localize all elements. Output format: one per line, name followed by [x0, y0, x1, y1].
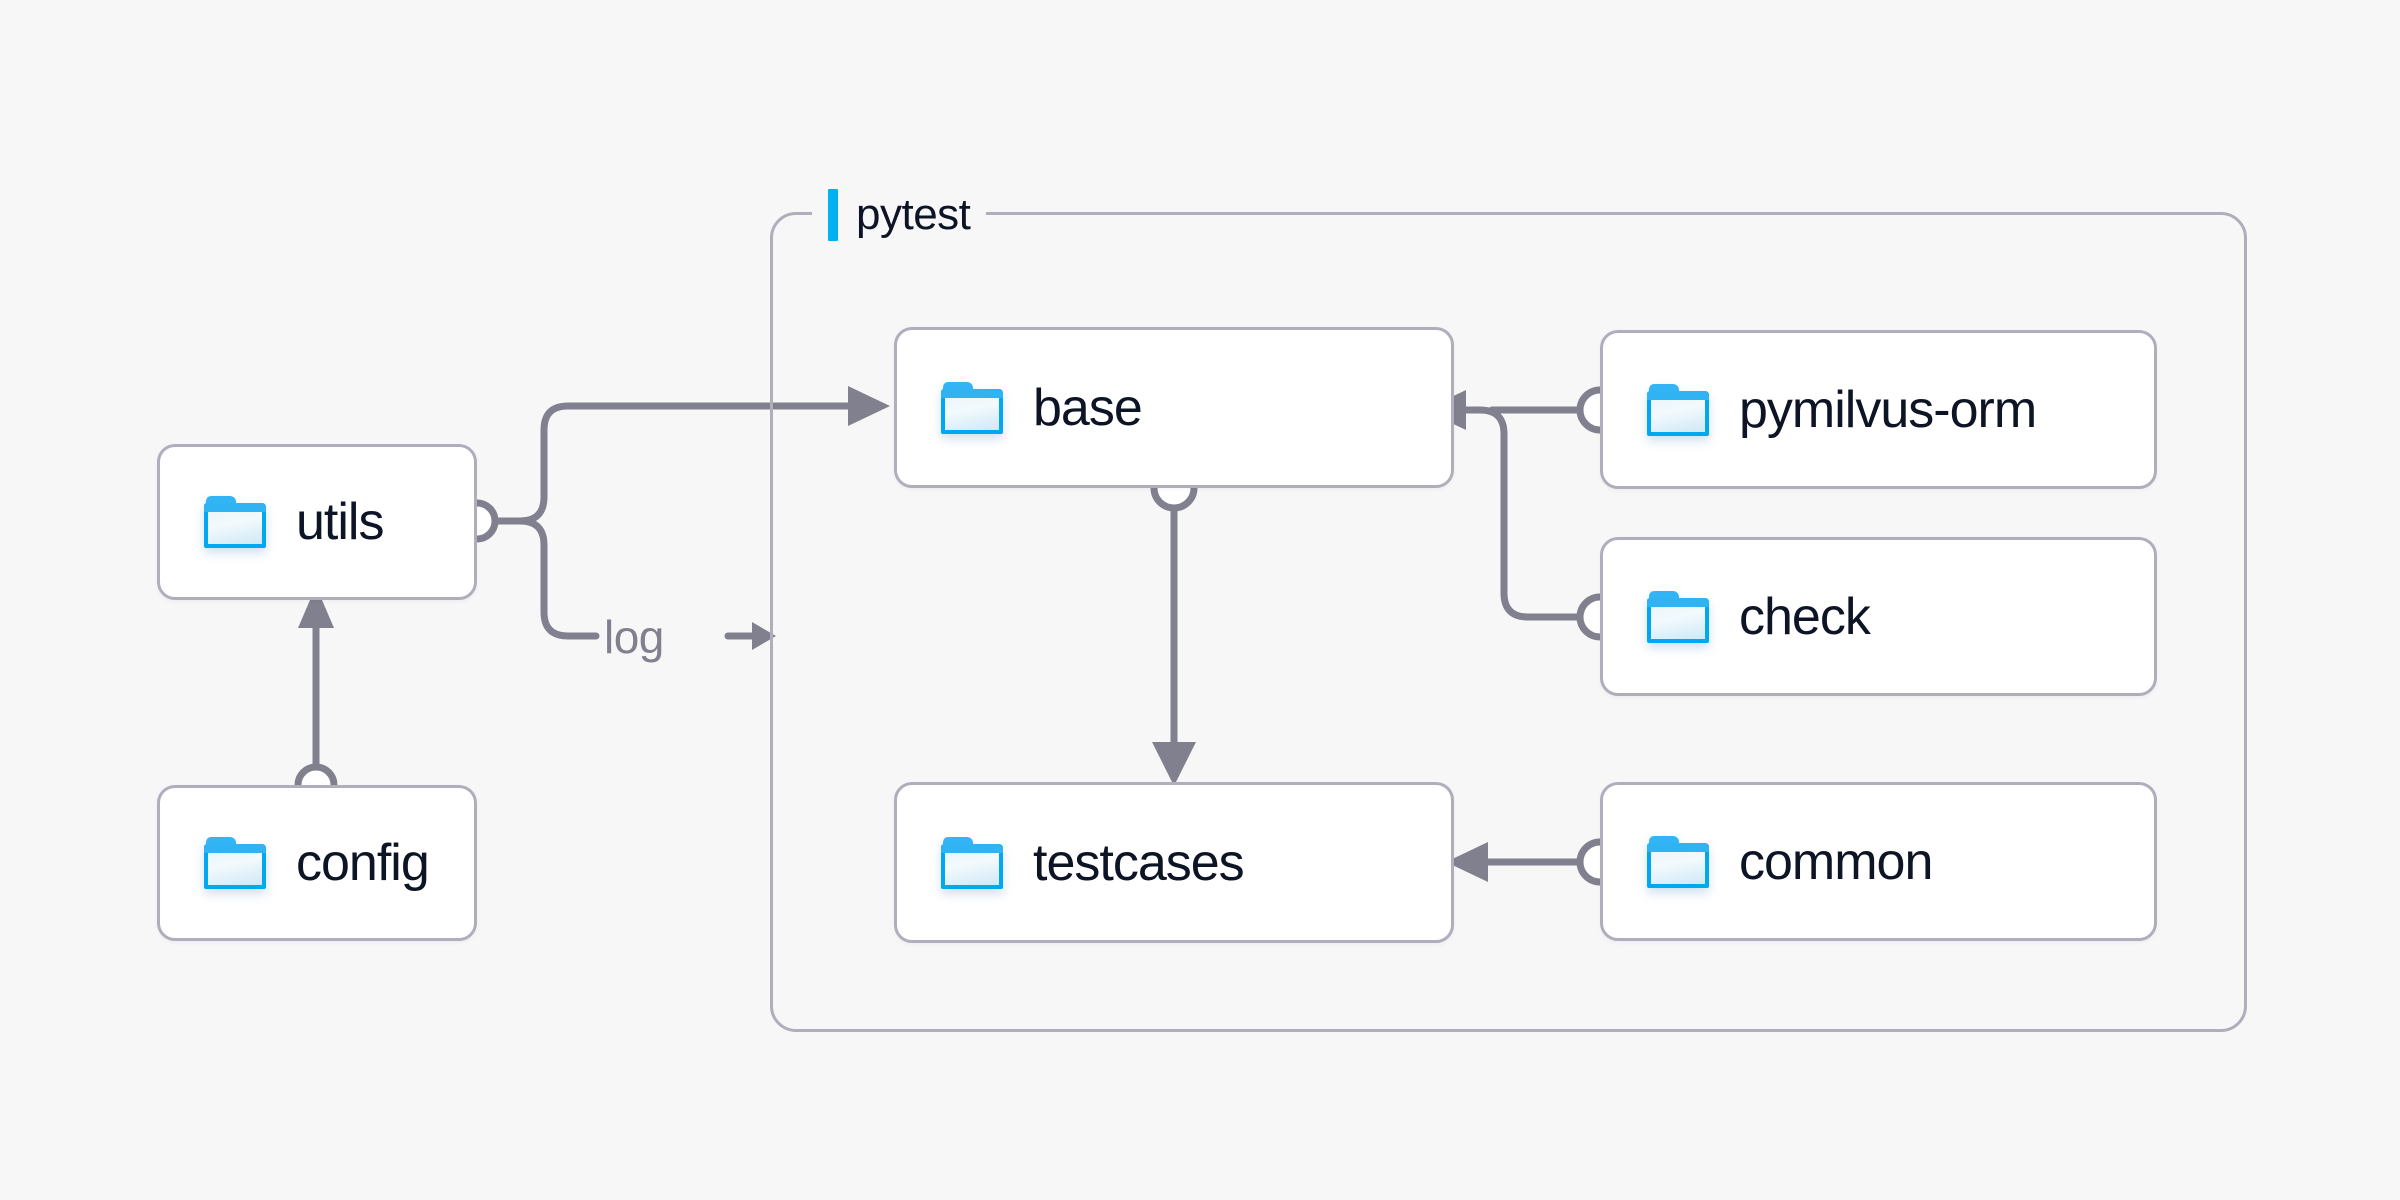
edge-utils-log: log: [490, 517, 776, 663]
node-testcases-label: testcases: [1033, 833, 1245, 892]
node-common-label: common: [1739, 832, 1933, 891]
folder-icon: [1647, 835, 1709, 888]
node-pymilvus-orm[interactable]: pymilvus-orm: [1600, 330, 2157, 489]
edge-check-to-base: [1448, 406, 1587, 621]
node-base[interactable]: base: [894, 327, 1454, 488]
folder-icon: [1647, 383, 1709, 436]
folder-icon: [204, 837, 266, 889]
node-testcases[interactable]: testcases: [894, 782, 1454, 943]
edge-label-log: log: [604, 611, 664, 663]
node-common[interactable]: common: [1600, 782, 2157, 941]
node-base-label: base: [1033, 378, 1143, 437]
group-pytest-label: pytest: [812, 187, 987, 243]
node-check[interactable]: check: [1600, 537, 2157, 696]
group-pytest-title: pytest: [856, 190, 971, 239]
node-check-label: check: [1739, 587, 1871, 646]
node-config[interactable]: config: [157, 785, 477, 941]
folder-icon: [941, 381, 1003, 434]
node-utils[interactable]: utils: [157, 444, 477, 600]
accent-bar-icon: [828, 189, 838, 241]
node-pymilvus-orm-label: pymilvus-orm: [1739, 380, 2037, 439]
folder-icon: [941, 836, 1003, 889]
node-config-label: config: [296, 834, 430, 892]
folder-icon: [1647, 590, 1709, 643]
node-utils-label: utils: [296, 493, 384, 551]
folder-icon: [204, 496, 266, 548]
group-pytest[interactable]: [770, 212, 2247, 1032]
edge-config-to-utils: [294, 586, 338, 807]
